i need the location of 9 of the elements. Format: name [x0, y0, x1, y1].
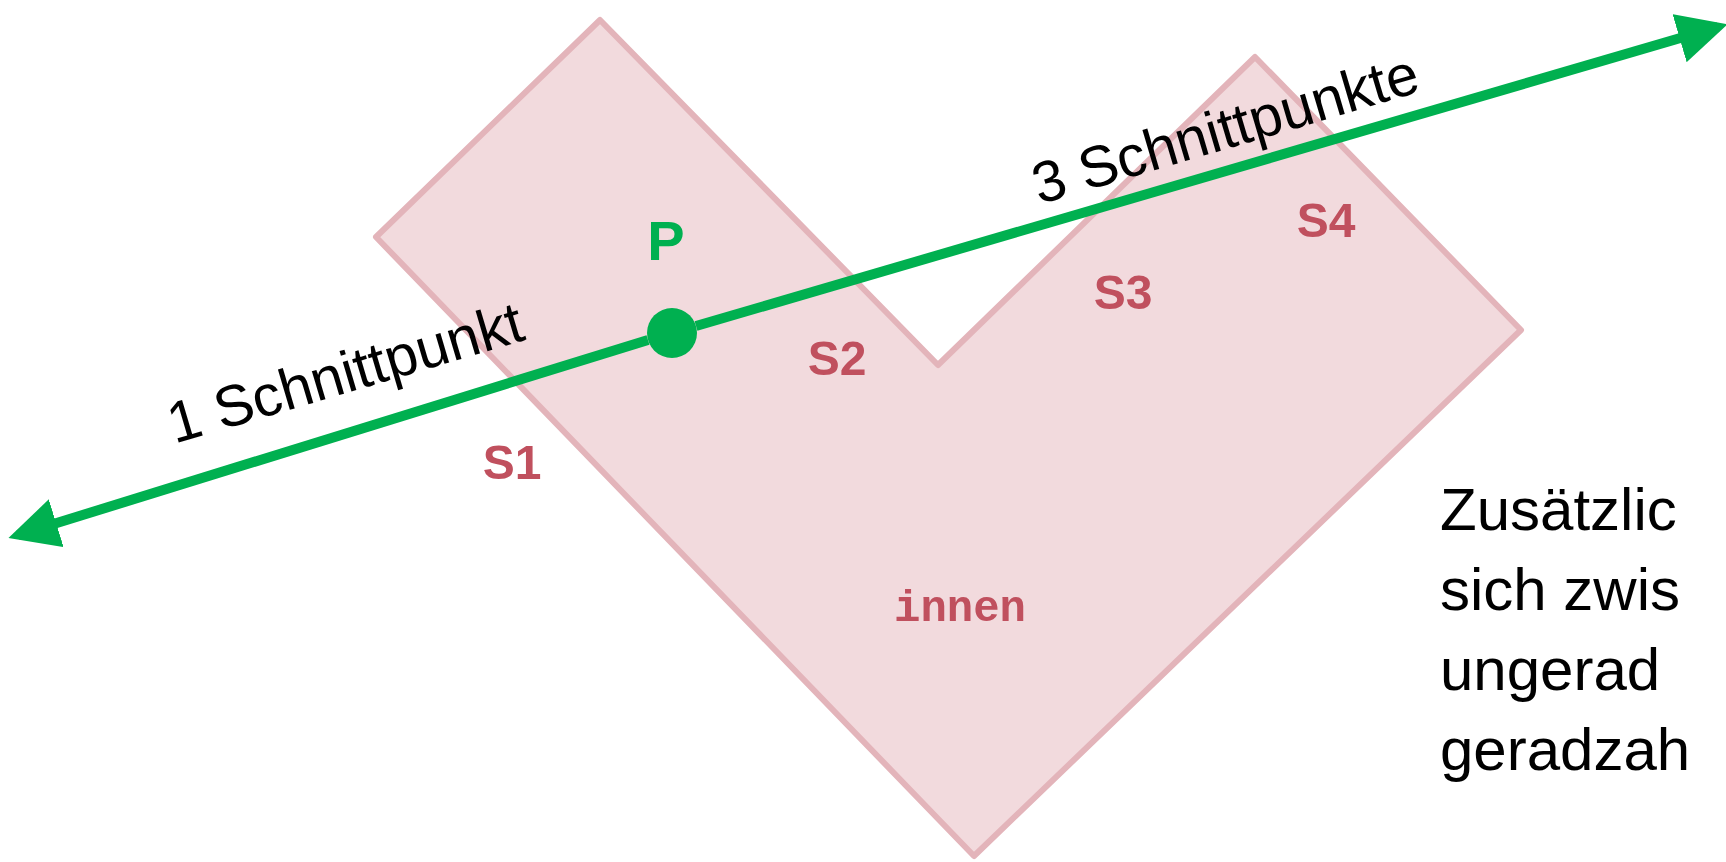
arrow: [8, 335, 650, 548]
point-label: P: [647, 207, 685, 273]
side-label: S1: [482, 434, 542, 490]
side-label: S2: [807, 330, 867, 386]
side-label: S3: [1093, 264, 1153, 320]
region-label: innen: [894, 584, 1026, 634]
note-text: Zusätzlic sich zwis ungerad geradzah: [1440, 475, 1692, 785]
side-label: S4: [1296, 192, 1356, 248]
arrow: [694, 14, 1726, 331]
